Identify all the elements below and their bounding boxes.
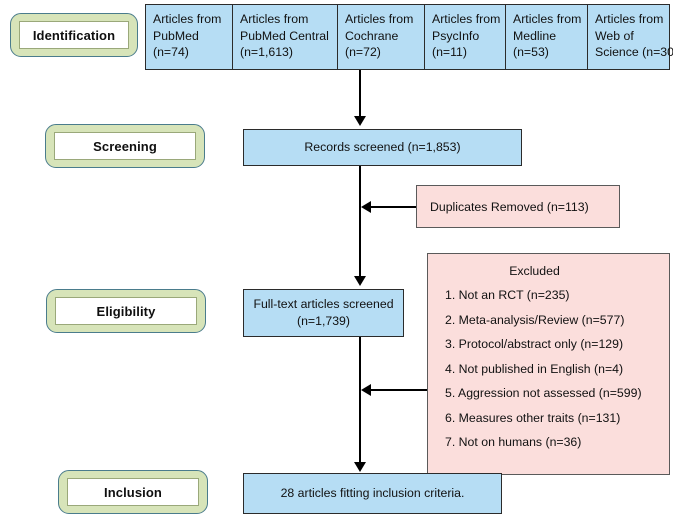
stage-label-screening: Screening — [45, 124, 205, 168]
excluded-item-4: 4. Not published in English (n=4) — [445, 361, 624, 376]
excluded-item-2: 2. Meta-analysis/Review (n=577) — [445, 312, 625, 327]
fulltext-screened-line2: (n=1,739) — [297, 314, 350, 328]
source-box-pubmed-central: Articles from PubMed Central (n=1,613) — [232, 4, 338, 70]
source-cochrane-line3: (n=72) — [345, 45, 381, 60]
source-psycinfo-line2: PsycInfo — [432, 28, 480, 43]
stage-label-inclusion-text: Inclusion — [67, 478, 199, 506]
stage-label-identification: Identification — [10, 13, 138, 57]
connector-excluded-branch — [371, 389, 427, 392]
connector-screened-to-fulltext — [359, 166, 362, 279]
excluded-box: Excluded 1. Not an RCT (n=235) 2. Meta-a… — [427, 253, 670, 475]
records-screened-label: Records screened (n=1,853) — [304, 140, 461, 155]
source-pubmed-line3: (n=74) — [153, 45, 189, 60]
source-pubmed-central-line2: PubMed Central — [240, 28, 329, 43]
included-articles-label: 28 articles fitting inclusion criteria. — [280, 486, 465, 501]
stage-label-eligibility-text: Eligibility — [55, 297, 197, 325]
source-web-of-science-line2: Web of — [595, 28, 634, 43]
connector-fulltext-to-included — [359, 337, 362, 465]
stage-label-identification-text: Identification — [19, 21, 129, 49]
excluded-item-5: 5. Aggression not assessed (n=599) — [445, 386, 642, 400]
source-medline-line1: Articles from — [513, 12, 582, 26]
source-box-medline: Articles from Medline (n=53) — [505, 4, 588, 70]
connector-duplicates-branch — [371, 206, 417, 209]
arrowhead-screened-to-fulltext — [354, 276, 366, 286]
arrowhead-sources-to-screened — [354, 116, 366, 126]
arrowhead-excluded-branch — [361, 384, 371, 396]
source-web-of-science-line3: Science (n=30) — [595, 45, 673, 60]
records-screened-box: Records screened (n=1,853) — [243, 129, 522, 166]
fulltext-screened-line1: Full-text articles screened — [253, 297, 394, 312]
source-box-cochrane: Articles from Cochrane (n=72) — [337, 4, 425, 70]
source-pubmed-central-line1: Articles from — [240, 12, 309, 26]
connector-sources-to-screened — [359, 70, 362, 119]
fulltext-screened-box: Full-text articles screened (n=1,739) — [243, 289, 404, 337]
excluded-item-6: 6. Measures other traits (n=131) — [445, 410, 621, 425]
duplicates-removed-box: Duplicates Removed (n=113) — [416, 185, 620, 228]
source-medline-line2: Medline — [513, 28, 557, 43]
source-medline-line3: (n=53) — [513, 45, 549, 60]
excluded-item-3: 3. Protocol/abstract only (n=129) — [445, 337, 624, 351]
excluded-item-1: 1. Not an RCT (n=235) — [445, 288, 570, 302]
stage-label-screening-text: Screening — [54, 132, 196, 160]
duplicates-removed-label: Duplicates Removed (n=113) — [430, 199, 589, 214]
source-pubmed-line2: PubMed — [153, 28, 199, 43]
source-box-pubmed: Articles from PubMed (n=74) — [145, 4, 233, 70]
source-box-web-of-science: Articles from Web of Science (n=30) — [587, 4, 673, 70]
excluded-item-7: 7. Not on humans (n=36) — [445, 435, 582, 449]
source-pubmed-line1: Articles from — [153, 12, 222, 26]
stage-label-eligibility: Eligibility — [46, 289, 206, 333]
source-web-of-science-line1: Articles from — [595, 12, 664, 26]
source-cochrane-line1: Articles from — [345, 12, 414, 26]
source-box-psycinfo: Articles from PsycInfo (n=11) — [424, 4, 506, 70]
stage-label-inclusion: Inclusion — [58, 470, 208, 514]
arrowhead-fulltext-to-included — [354, 462, 366, 472]
source-pubmed-central-line3: (n=1,613) — [240, 45, 293, 60]
source-psycinfo-line3: (n=11) — [432, 45, 467, 60]
source-cochrane-line2: Cochrane — [345, 28, 399, 43]
arrowhead-duplicates-branch — [361, 201, 371, 213]
source-psycinfo-line1: Articles from — [432, 12, 501, 26]
excluded-title: Excluded — [509, 264, 560, 278]
included-articles-box: 28 articles fitting inclusion criteria. — [243, 473, 502, 514]
